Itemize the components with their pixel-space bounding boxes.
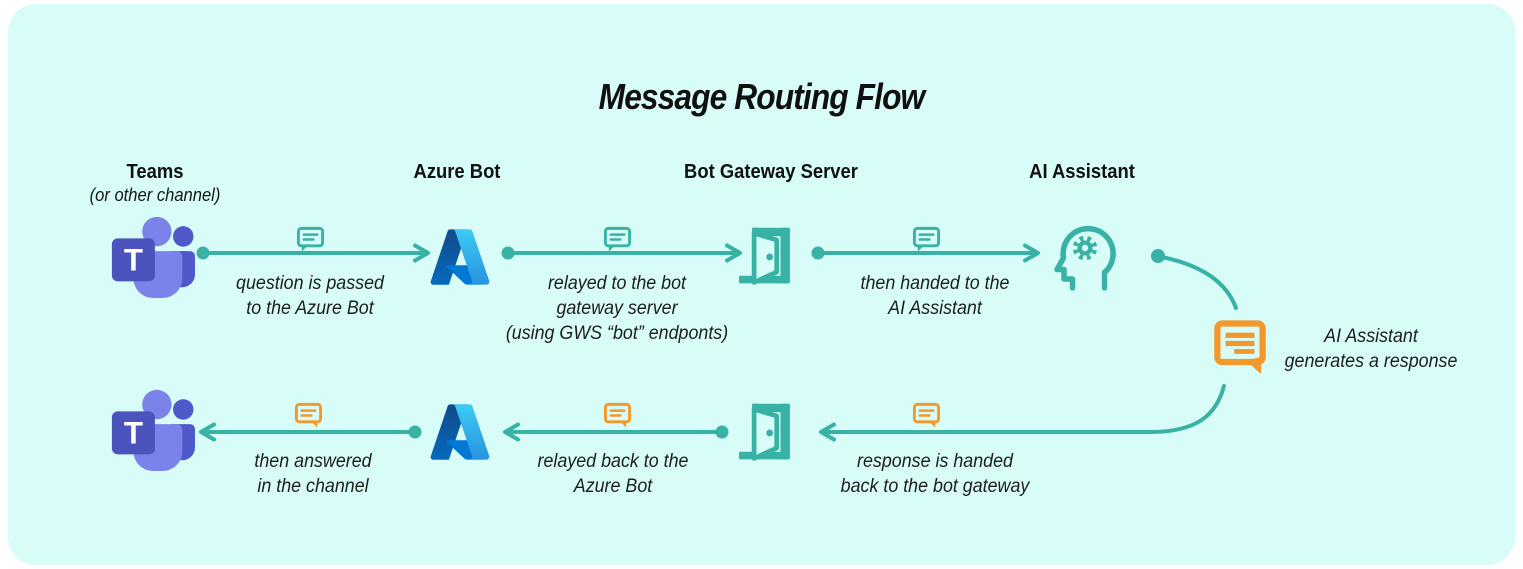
chat-icon-teal (603, 225, 632, 253)
teams-logo-letter: T (124, 243, 143, 278)
note-ai-generates-response: AI Assistant generates a response (1284, 326, 1458, 372)
curve-ai-assistant-to-response (1151, 249, 1238, 310)
door-icon (739, 222, 805, 290)
node-header-bot-gateway-server: Bot Gateway Server (661, 160, 882, 184)
head-gear-icon (1044, 218, 1120, 294)
node-header-teams: Teams (or other channel) (45, 160, 266, 207)
diagram-panel: Message Routing Flow Teams (or other cha… (8, 4, 1515, 565)
edge-label-answered-in-channel: then answered in the channel (254, 451, 372, 497)
gear-icon (1072, 235, 1098, 261)
node-label-teams: Teams (126, 161, 184, 183)
edge-label-relayed-back-azure: relayed back to the Azure Bot (537, 451, 689, 497)
diagram-title: Message Routing Flow (598, 76, 926, 117)
chat-icon-orange (912, 401, 941, 429)
chat-icon-teal (912, 225, 941, 253)
edge-label-handed-to-ai: then handed to the AI Assistant (860, 273, 1010, 319)
door-icon (739, 398, 805, 466)
chat-icon-teal (296, 225, 325, 253)
edge-label-question-passed: question is passed to the Azure Bot (236, 273, 384, 319)
teams-icon: T (106, 385, 196, 471)
teams-logo-letter: T (124, 416, 143, 451)
node-header-azure-bot: Azure Bot (347, 160, 568, 184)
azure-icon (428, 396, 492, 468)
azure-icon (428, 221, 492, 293)
node-label-azure-bot: Azure Bot (413, 161, 501, 183)
arrow-response-to-gateway (819, 384, 1226, 442)
node-header-ai-assistant: AI Assistant (972, 160, 1193, 184)
edge-label-response-to-gateway: response is handed back to the bot gatew… (840, 451, 1030, 497)
chat-icon-orange (294, 401, 323, 429)
chat-icon-orange (603, 401, 632, 429)
edge-label-relayed-to-gateway: relayed to the bot gateway server (using… (505, 273, 729, 344)
chat-icon-orange-large (1214, 320, 1266, 380)
node-label-ai-assistant: AI Assistant (1029, 161, 1135, 183)
teams-icon: T (106, 212, 196, 298)
node-sublabel-teams: (or other channel) (89, 185, 221, 205)
node-label-bot-gateway-server: Bot Gateway Server (684, 161, 858, 183)
